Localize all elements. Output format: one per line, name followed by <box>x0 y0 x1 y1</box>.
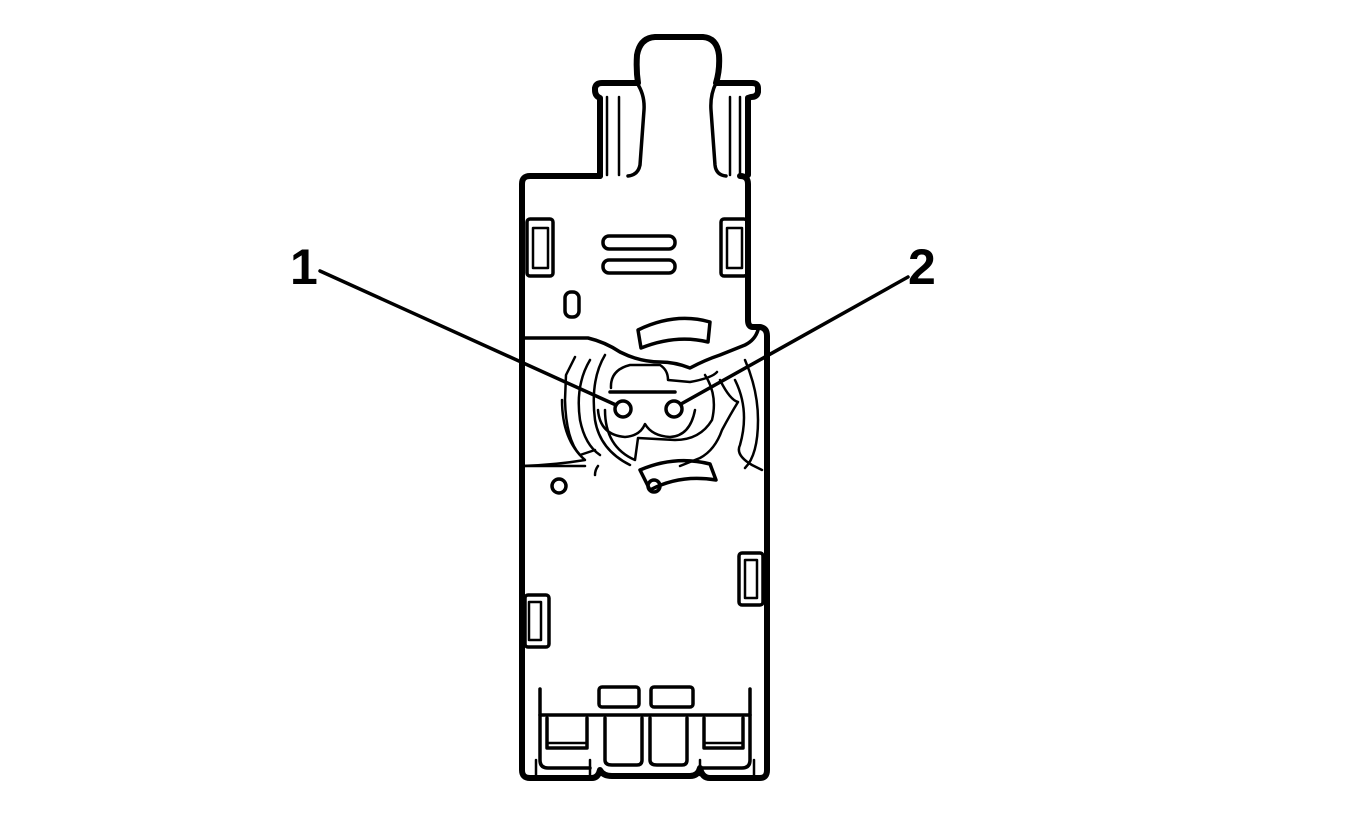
bottom-keys <box>534 685 756 777</box>
side-window-lower-right <box>737 551 765 607</box>
upper-arc-key <box>636 316 712 350</box>
callout-label-2: 2 <box>908 239 936 295</box>
terminal-area <box>520 328 764 477</box>
ribs <box>563 234 677 319</box>
connector-latch <box>592 34 761 179</box>
side-window-upper-right <box>719 217 749 278</box>
side-window-lower-left <box>523 593 551 649</box>
lower-hole-right <box>646 478 662 494</box>
callout-label-1: 1 <box>290 239 318 295</box>
side-window-upper-left <box>525 217 555 278</box>
callout-leader-1 <box>318 269 618 407</box>
pin-cavity-2 <box>664 399 684 419</box>
lower-arc-key <box>638 458 718 492</box>
lower-hole-left <box>550 477 568 495</box>
pin-cavity-1 <box>613 399 633 419</box>
callout-leader-2 <box>679 275 910 406</box>
